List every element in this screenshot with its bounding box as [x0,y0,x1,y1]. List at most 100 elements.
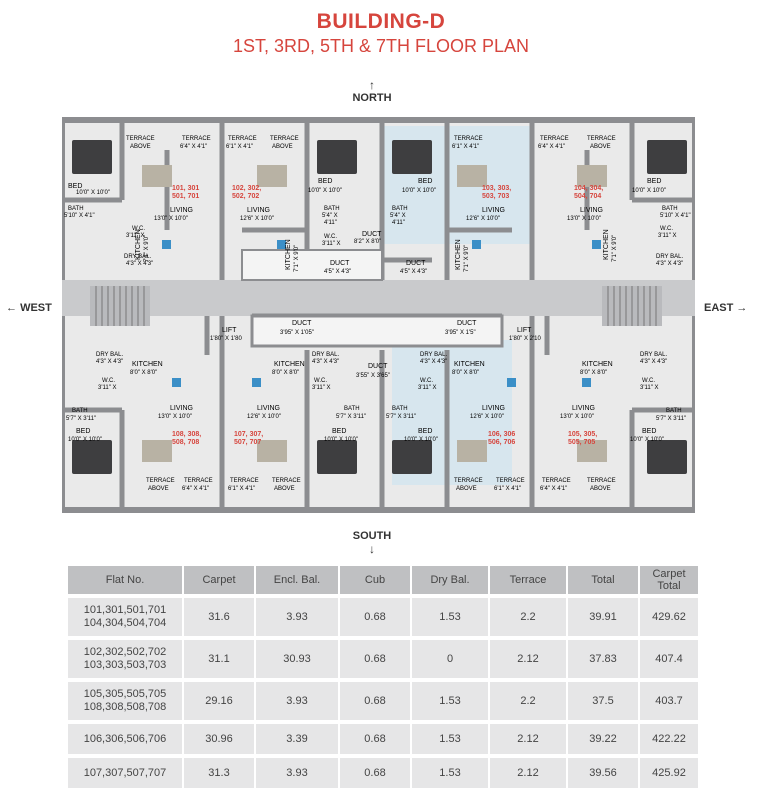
cell-carpet-total: 407.4 [639,636,698,680]
room-dim-wc: 3'11" X [640,385,659,391]
room-label-bath: BATH [324,206,340,212]
west-staircase [90,286,150,326]
sofa-icons [142,165,607,462]
room-label-kitchen: KITCHEN [285,239,292,270]
east-staircase [602,286,662,326]
room-label-terrace: TERRACE [184,478,213,484]
room-label-living: LIVING [170,207,193,214]
cell-terrace: 2.12 [489,720,568,756]
room-label-terrace: TERRACE [126,136,155,142]
lift-dim: 1'80" X 1'80 [210,336,242,342]
col-header-flat: Flat No. [68,566,184,596]
room-dim-living: 12'6" X 10'0" [240,216,274,222]
duct-lift-core [250,314,504,348]
col-header-carpet: Carpet [183,566,256,596]
bed-icon [72,140,112,174]
room-label-living: LIVING [247,207,270,214]
cell-dry: 1.53 [411,594,490,638]
room-dim-wc: 3'11" X [418,385,437,391]
room-dim-kitchen: 8'0" X 8'0" [272,370,299,376]
unit-label-108b: 508, 708 [172,439,199,446]
cell-cub: 0.68 [339,754,412,788]
col-header-total: Total [567,566,640,596]
room-dim-duct: 3'95" X 1'05" [280,330,314,336]
bed-icon [317,440,357,474]
cell-flat: 105,305,505,705 108,308,508,708 [68,678,184,722]
fridge-icons [162,240,601,387]
cell-carpet: 30.96 [183,720,256,756]
room-dim-wc: 3'11" X [322,241,341,247]
room-dim-bed: 10'0" X 10'0" [68,437,102,443]
bed-icon [72,440,112,474]
room-label-bed: BED [332,428,346,435]
bed-icons [72,140,687,474]
cell-dry: 1.53 [411,754,490,788]
room-dim-kitchen: 8'0" X 8'0" [452,370,479,376]
room-dim-bed: 10'0" X 10'0" [630,437,664,443]
cell-dry: 1.53 [411,720,490,756]
room-dim-drybal: 4'3" X 4'3" [312,359,339,365]
unit-label-103b: 503, 703 [482,193,509,200]
unit-label-107b: 507, 707 [234,439,261,446]
table-row: 102,302,502,702 103,303,503,703 31.1 30.… [68,636,698,680]
unit-label-105b: 505, 705 [568,439,595,446]
room-dim-bed: 10'0" X 10'0" [308,188,342,194]
table-row: 106,306,506,706 30.96 3.39 0.68 1.53 2.1… [68,720,698,756]
room-label-bath: BATH [72,408,88,414]
room-label-kitchen: KITCHEN [135,229,142,260]
area-table: Flat No. Carpet Encl. Bal. Cub Dry Bal. … [68,566,698,788]
room-label-terrace: TERRACE [228,136,257,142]
room-dim-bath-2: 4'11" [392,220,405,226]
flat-numbers: 102,302,502,702 [83,646,167,658]
room-label-drybal: DRY BAL. [420,352,447,358]
room-label-drybal: DRY BAL. [96,352,123,358]
north-duct [241,249,383,281]
unit-label-102: 102, 302, [232,185,261,192]
room-dim-kitchen: 7'1" X 9'0" [612,235,618,262]
room-label-terrace: TERRACE [272,478,301,484]
room-dim-wc: 3'11" X [98,385,117,391]
room-label-above: ABOVE [274,486,295,492]
room-label-duct: DUCT [330,260,350,267]
room-dim-duct: 4'5" X 4'3" [324,269,351,275]
cell-carpet: 31.6 [183,594,256,638]
bed-icon [317,140,357,174]
room-dim-kitchen: 7'1" X 9'0" [294,245,300,272]
lift-label: LIFT [222,327,237,334]
room-label-bed: BED [68,183,82,190]
cell-cub: 0.68 [339,720,412,756]
room-dim-bath: 5'7" X 3'11" [656,416,686,422]
bed-icon [647,140,687,174]
cell-carpet: 31.1 [183,636,256,680]
unit-label-101b: 501, 701 [172,193,199,200]
bed-icon [392,140,432,174]
room-label-wc: W.C. [314,378,327,384]
room-dim-terrace: 6'1" X 4'1" [228,486,255,492]
flat-numbers: 101,301,501,701 [83,604,167,616]
room-dim-terrace: 6'4" X 4'1" [540,486,567,492]
cell-dry: 1.53 [411,678,490,722]
floor-plan-drawing: BED 10'0" X 10'0" BATH 5'10" X 4'1" W.C.… [59,117,698,513]
room-label-wc: W.C. [660,226,673,232]
cell-cub: 0.68 [339,636,412,680]
room-dim-bed: 10'0" X 10'0" [404,437,438,443]
cell-dry: 0 [411,636,490,680]
room-label-wc: W.C. [420,378,433,384]
room-label-terrace: TERRACE [270,136,299,142]
col-header-cub: Cub [339,566,412,596]
room-label-bed: BED [647,178,661,185]
room-label-above: ABOVE [272,144,293,150]
room-label-bath: BATH [392,206,408,212]
cell-encl: 3.93 [255,754,340,788]
room-label-bath: BATH [392,406,408,412]
cell-carpet-total: 425.92 [639,754,698,788]
room-dim-bed: 10'0" X 10'0" [632,188,666,194]
room-label-kitchen: KITCHEN [132,361,163,368]
room-dim-kitchen: 7'1" X 9'0" [144,235,150,262]
room-dim-drybal: 4'3" X 4'3" [420,359,447,365]
room-label-kitchen: KITCHEN [454,361,485,368]
room-label-above: ABOVE [590,144,611,150]
cell-carpet: 29.16 [183,678,256,722]
room-dim-kitchen: 8'0" X 8'0" [130,370,157,376]
room-dim-bath: 5'10" X 4'1" [660,213,691,219]
